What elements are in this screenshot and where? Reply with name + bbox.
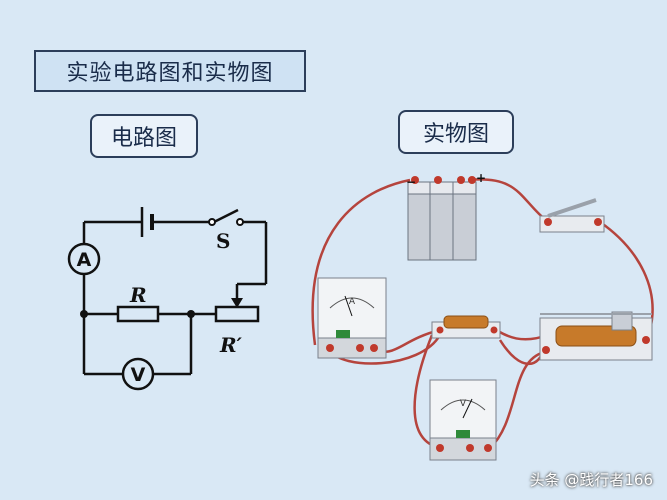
slider-arrow-head bbox=[231, 298, 243, 308]
voltmeter-symbol bbox=[121, 357, 155, 391]
rheostat-label: R′ bbox=[219, 333, 243, 357]
ammeter-face-letter: A bbox=[349, 297, 356, 307]
battery-plus-sign: + bbox=[476, 171, 486, 185]
switch-contact-left bbox=[208, 218, 216, 226]
physical-diagram-label: 实物图 bbox=[398, 110, 514, 154]
ammeter-letter: A bbox=[77, 249, 92, 271]
watermark: 头条 @践行者166 bbox=[529, 471, 653, 489]
switch-blade bbox=[213, 208, 239, 224]
junction-right bbox=[187, 310, 195, 318]
battery-minus-sign: − bbox=[406, 175, 416, 189]
rheostat-device bbox=[539, 311, 653, 361]
voltmeter-face-letter: V bbox=[460, 399, 467, 409]
resistor-label: R bbox=[129, 283, 147, 307]
voltmeter-letter: V bbox=[131, 364, 146, 386]
ammeter-device: A bbox=[317, 277, 387, 359]
voltmeter-device: V bbox=[429, 379, 497, 461]
slide-title: 实验电路图和实物图 bbox=[34, 50, 306, 92]
fixed-resistor bbox=[431, 315, 501, 339]
knife-switch bbox=[539, 198, 605, 233]
junction-left bbox=[80, 310, 88, 318]
battery-pack: − + bbox=[406, 171, 486, 261]
switch-label: S bbox=[216, 229, 230, 253]
switch-contact-right bbox=[236, 218, 244, 226]
circuit-diagram-label: 电路图 bbox=[90, 114, 198, 158]
